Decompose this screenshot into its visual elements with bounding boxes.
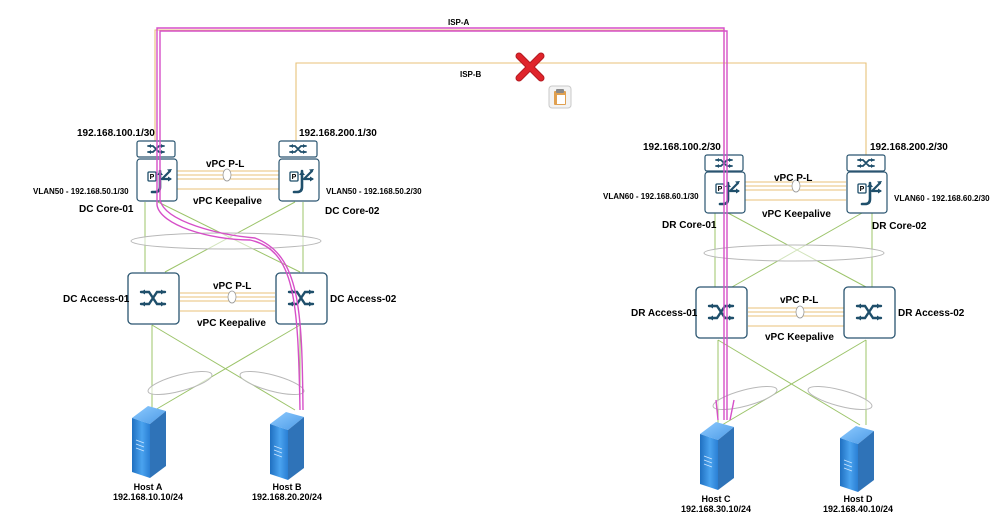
- dr-core-02-wan-ip: 192.168.200.2/30: [870, 142, 948, 153]
- dr-core-02-vlan: VLAN60 - 192.168.60.2/30: [894, 194, 990, 203]
- dc-access-keepalive-label: vPC Keepalive: [197, 318, 266, 329]
- dr-access-01-name: DR Access-01: [631, 308, 698, 319]
- host-d-ip: 192.168.40.10/24: [823, 504, 893, 514]
- host-b-name: Host B: [273, 482, 303, 492]
- host-b-ip: 192.168.20.20/24: [252, 492, 322, 502]
- dc-core-01-vlan: VLAN50 - 192.168.50.1/30: [33, 187, 129, 196]
- dr-core-vpc-pl-label: vPC P-L: [774, 173, 812, 184]
- dc-access-vpc-ellipse: [227, 290, 237, 304]
- dc-core-vpc-ellipse: [222, 168, 232, 182]
- dr-access-vpc-ellipse: [795, 305, 805, 319]
- dr-core-01-router-icon[interactable]: [704, 154, 746, 214]
- dc-core-02-wan-ip: 192.168.200.1/30: [299, 128, 377, 139]
- host-a-ip: 192.168.10.10/24: [113, 492, 183, 502]
- dc-core-02-router-icon[interactable]: [278, 140, 320, 202]
- dc-access-host-links: [151, 324, 301, 411]
- traffic-path: [156, 27, 735, 421]
- dr-core-01-vlan: VLAN60 - 192.168.60.1/30: [603, 192, 699, 201]
- host-d-server-icon[interactable]: [840, 426, 874, 492]
- dr-core-portchannel: [703, 244, 885, 262]
- dr-core-keepalive-label: vPC Keepalive: [762, 209, 831, 220]
- host-a-server-icon[interactable]: [132, 406, 166, 478]
- dc-access-01-switch-icon[interactable]: [127, 272, 180, 325]
- dr-host-portchannel-b: [807, 385, 873, 411]
- dc-core-portchannel: [130, 232, 322, 250]
- isp-a-label: ISP-A: [448, 18, 470, 27]
- isp-b-label: ISP-B: [460, 70, 482, 79]
- host-d-name: Host D: [844, 494, 874, 504]
- dc-access-01-name: DC Access-01: [63, 294, 130, 305]
- dc-core-01-name: DC Core-01: [79, 204, 134, 215]
- dc-core-vpc-pl-label: vPC P-L: [206, 159, 244, 170]
- host-c-ip: 192.168.30.10/24: [681, 504, 751, 514]
- dr-access-01-switch-icon[interactable]: [695, 286, 748, 339]
- dr-access-02-name: DR Access-02: [898, 308, 965, 319]
- dr-core-01-name: DR Core-01: [662, 220, 717, 231]
- host-b-server-icon[interactable]: [270, 412, 304, 480]
- dc-core-01-wan-ip: 192.168.100.1/30: [77, 128, 155, 139]
- dr-host-portchannel-a: [712, 385, 778, 411]
- dc-core-02-name: DC Core-02: [325, 206, 380, 217]
- dr-core-01-wan-ip: 192.168.100.2/30: [643, 142, 721, 153]
- dr-access-host-links: [717, 339, 867, 426]
- dr-access-vpc-pl-label: vPC P-L: [780, 295, 818, 306]
- dc-access-02-name: DC Access-02: [330, 294, 397, 305]
- host-c-name: Host C: [702, 494, 732, 504]
- dr-core-vpc-ellipse: [791, 179, 801, 193]
- red-x-icon: [515, 52, 545, 82]
- dr-core-02-router-icon[interactable]: [846, 154, 888, 214]
- isp-a-link: [154, 29, 725, 156]
- dr-core-02-name: DR Core-02: [872, 221, 927, 232]
- host-c-server-icon[interactable]: [700, 422, 734, 490]
- dc-access-02-switch-icon[interactable]: [275, 272, 328, 325]
- dc-host-portchannel-a: [147, 370, 213, 396]
- clipboard-icon[interactable]: [548, 85, 572, 109]
- dc-core-keepalive-label: vPC Keepalive: [193, 196, 262, 207]
- dc-access-vpc-links: [180, 292, 275, 312]
- dr-access-keepalive-label: vPC Keepalive: [765, 332, 834, 343]
- dc-access-vpc-pl-label: vPC P-L: [213, 281, 251, 292]
- dr-access-02-switch-icon[interactable]: [843, 286, 896, 339]
- host-a-name: Host A: [134, 482, 163, 492]
- dc-host-portchannel-b: [239, 370, 305, 396]
- dc-core-02-vlan: VLAN50 - 192.168.50.2/30: [326, 187, 422, 196]
- isp-b-link: [295, 62, 867, 156]
